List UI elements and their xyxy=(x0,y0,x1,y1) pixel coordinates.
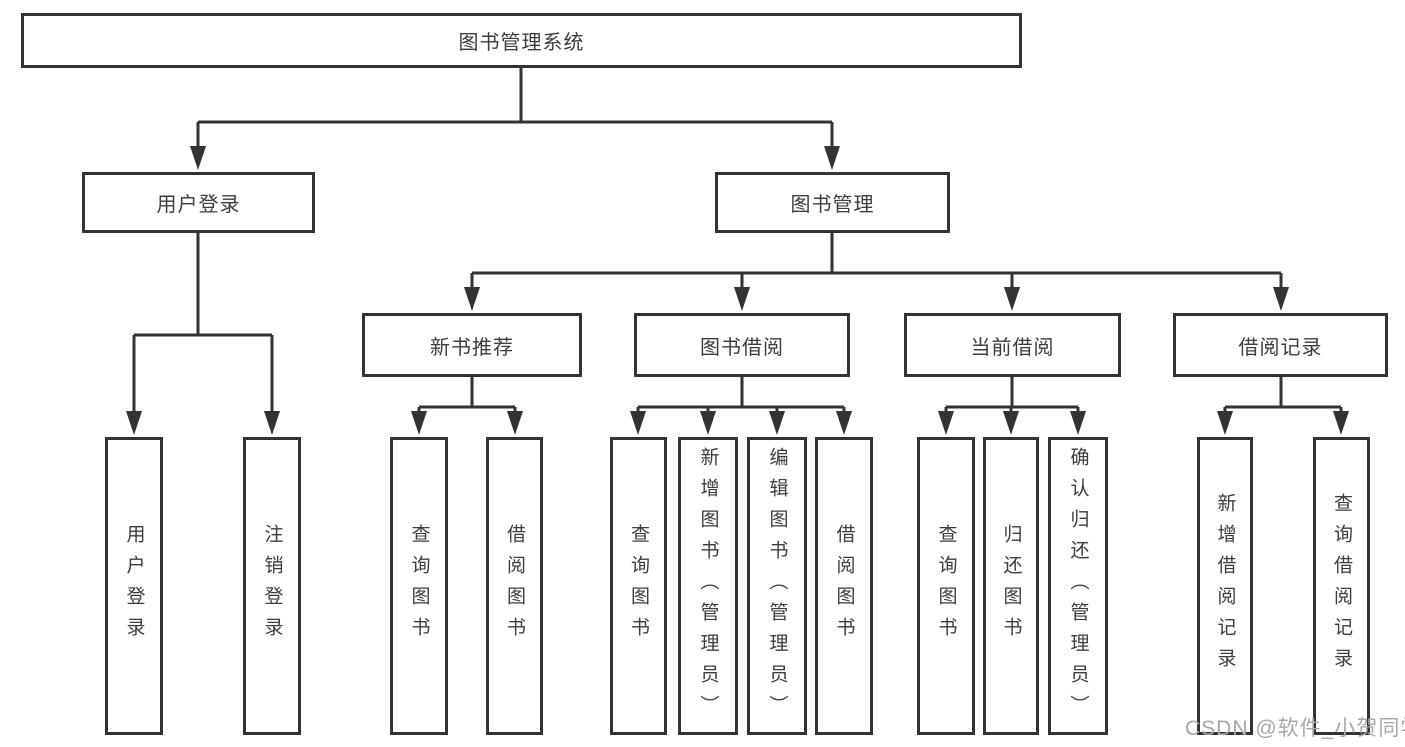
leaf-edit-book-admin-label: 编辑图书（管理员） xyxy=(766,446,788,726)
leaf-add-book-admin-label: 新增图书（管理员） xyxy=(697,446,719,726)
node-borrow-records-label: 借阅记录 xyxy=(1238,336,1323,359)
node-borrow-records: 借阅记录 xyxy=(1173,313,1388,377)
leaf-add-borrow-record: 新增借阅记录 xyxy=(1197,437,1253,735)
node-book-borrowing-label: 图书借阅 xyxy=(700,336,784,359)
node-current-borrowing: 当前借阅 xyxy=(904,313,1121,377)
leaf-logout: 注销登录 xyxy=(243,437,301,735)
leaf-borrow-books-borrowing: 借阅图书 xyxy=(815,437,873,735)
leaf-confirm-return-admin-label: 确认归还（管理员） xyxy=(1067,446,1089,726)
leaf-logout-label: 注销登录 xyxy=(261,524,283,648)
leaf-user-login-label: 用户登录 xyxy=(123,524,145,648)
leaf-query-books-borrowing: 查询图书 xyxy=(610,437,667,735)
leaf-query-books-recommend: 查询图书 xyxy=(390,437,448,735)
leaf-query-books-borrowing-label: 查询图书 xyxy=(628,524,649,648)
leaf-confirm-return-admin: 确认归还（管理员） xyxy=(1048,437,1108,735)
leaf-query-borrow-record: 查询借阅记录 xyxy=(1313,437,1370,735)
arrowhead-icons xyxy=(126,146,1349,435)
leaf-query-books-current: 查询图书 xyxy=(917,437,975,735)
leaf-query-books-current-label: 查询图书 xyxy=(935,524,957,648)
csdn-watermark: CSDN @软件_小贺同学 xyxy=(1185,717,1405,740)
leaf-query-books-recommend-label: 查询图书 xyxy=(408,524,430,648)
node-current-borrowing-label: 当前借阅 xyxy=(970,336,1055,359)
node-book-management: 图书管理 xyxy=(715,172,950,233)
node-root: 图书管理系统 xyxy=(21,13,1022,68)
leaf-add-borrow-record-label: 新增借阅记录 xyxy=(1214,493,1236,679)
leaf-borrow-books-recommend-label: 借阅图书 xyxy=(504,524,525,648)
node-book-borrowing: 图书借阅 xyxy=(634,313,850,377)
node-book-management-label: 图书管理 xyxy=(790,194,875,216)
node-user-login: 用户登录 xyxy=(82,172,315,233)
leaf-return-book: 归还图书 xyxy=(983,437,1039,735)
leaf-query-borrow-record-label: 查询借阅记录 xyxy=(1331,493,1352,679)
node-new-book-recommend: 新书推荐 xyxy=(362,313,582,377)
leaf-user-login: 用户登录 xyxy=(105,437,163,735)
leaf-borrow-books-borrowing-label: 借阅图书 xyxy=(833,524,855,648)
leaf-add-book-admin: 新增图书（管理员） xyxy=(678,437,738,735)
leaf-edit-book-admin: 编辑图书（管理员） xyxy=(747,437,807,735)
node-root-label: 图书管理系统 xyxy=(458,32,585,54)
node-user-login-label: 用户登录 xyxy=(156,194,241,216)
node-new-book-recommend-label: 新书推荐 xyxy=(430,336,514,359)
leaf-return-book-label: 归还图书 xyxy=(1000,524,1022,648)
leaf-borrow-books-recommend: 借阅图书 xyxy=(486,437,543,735)
